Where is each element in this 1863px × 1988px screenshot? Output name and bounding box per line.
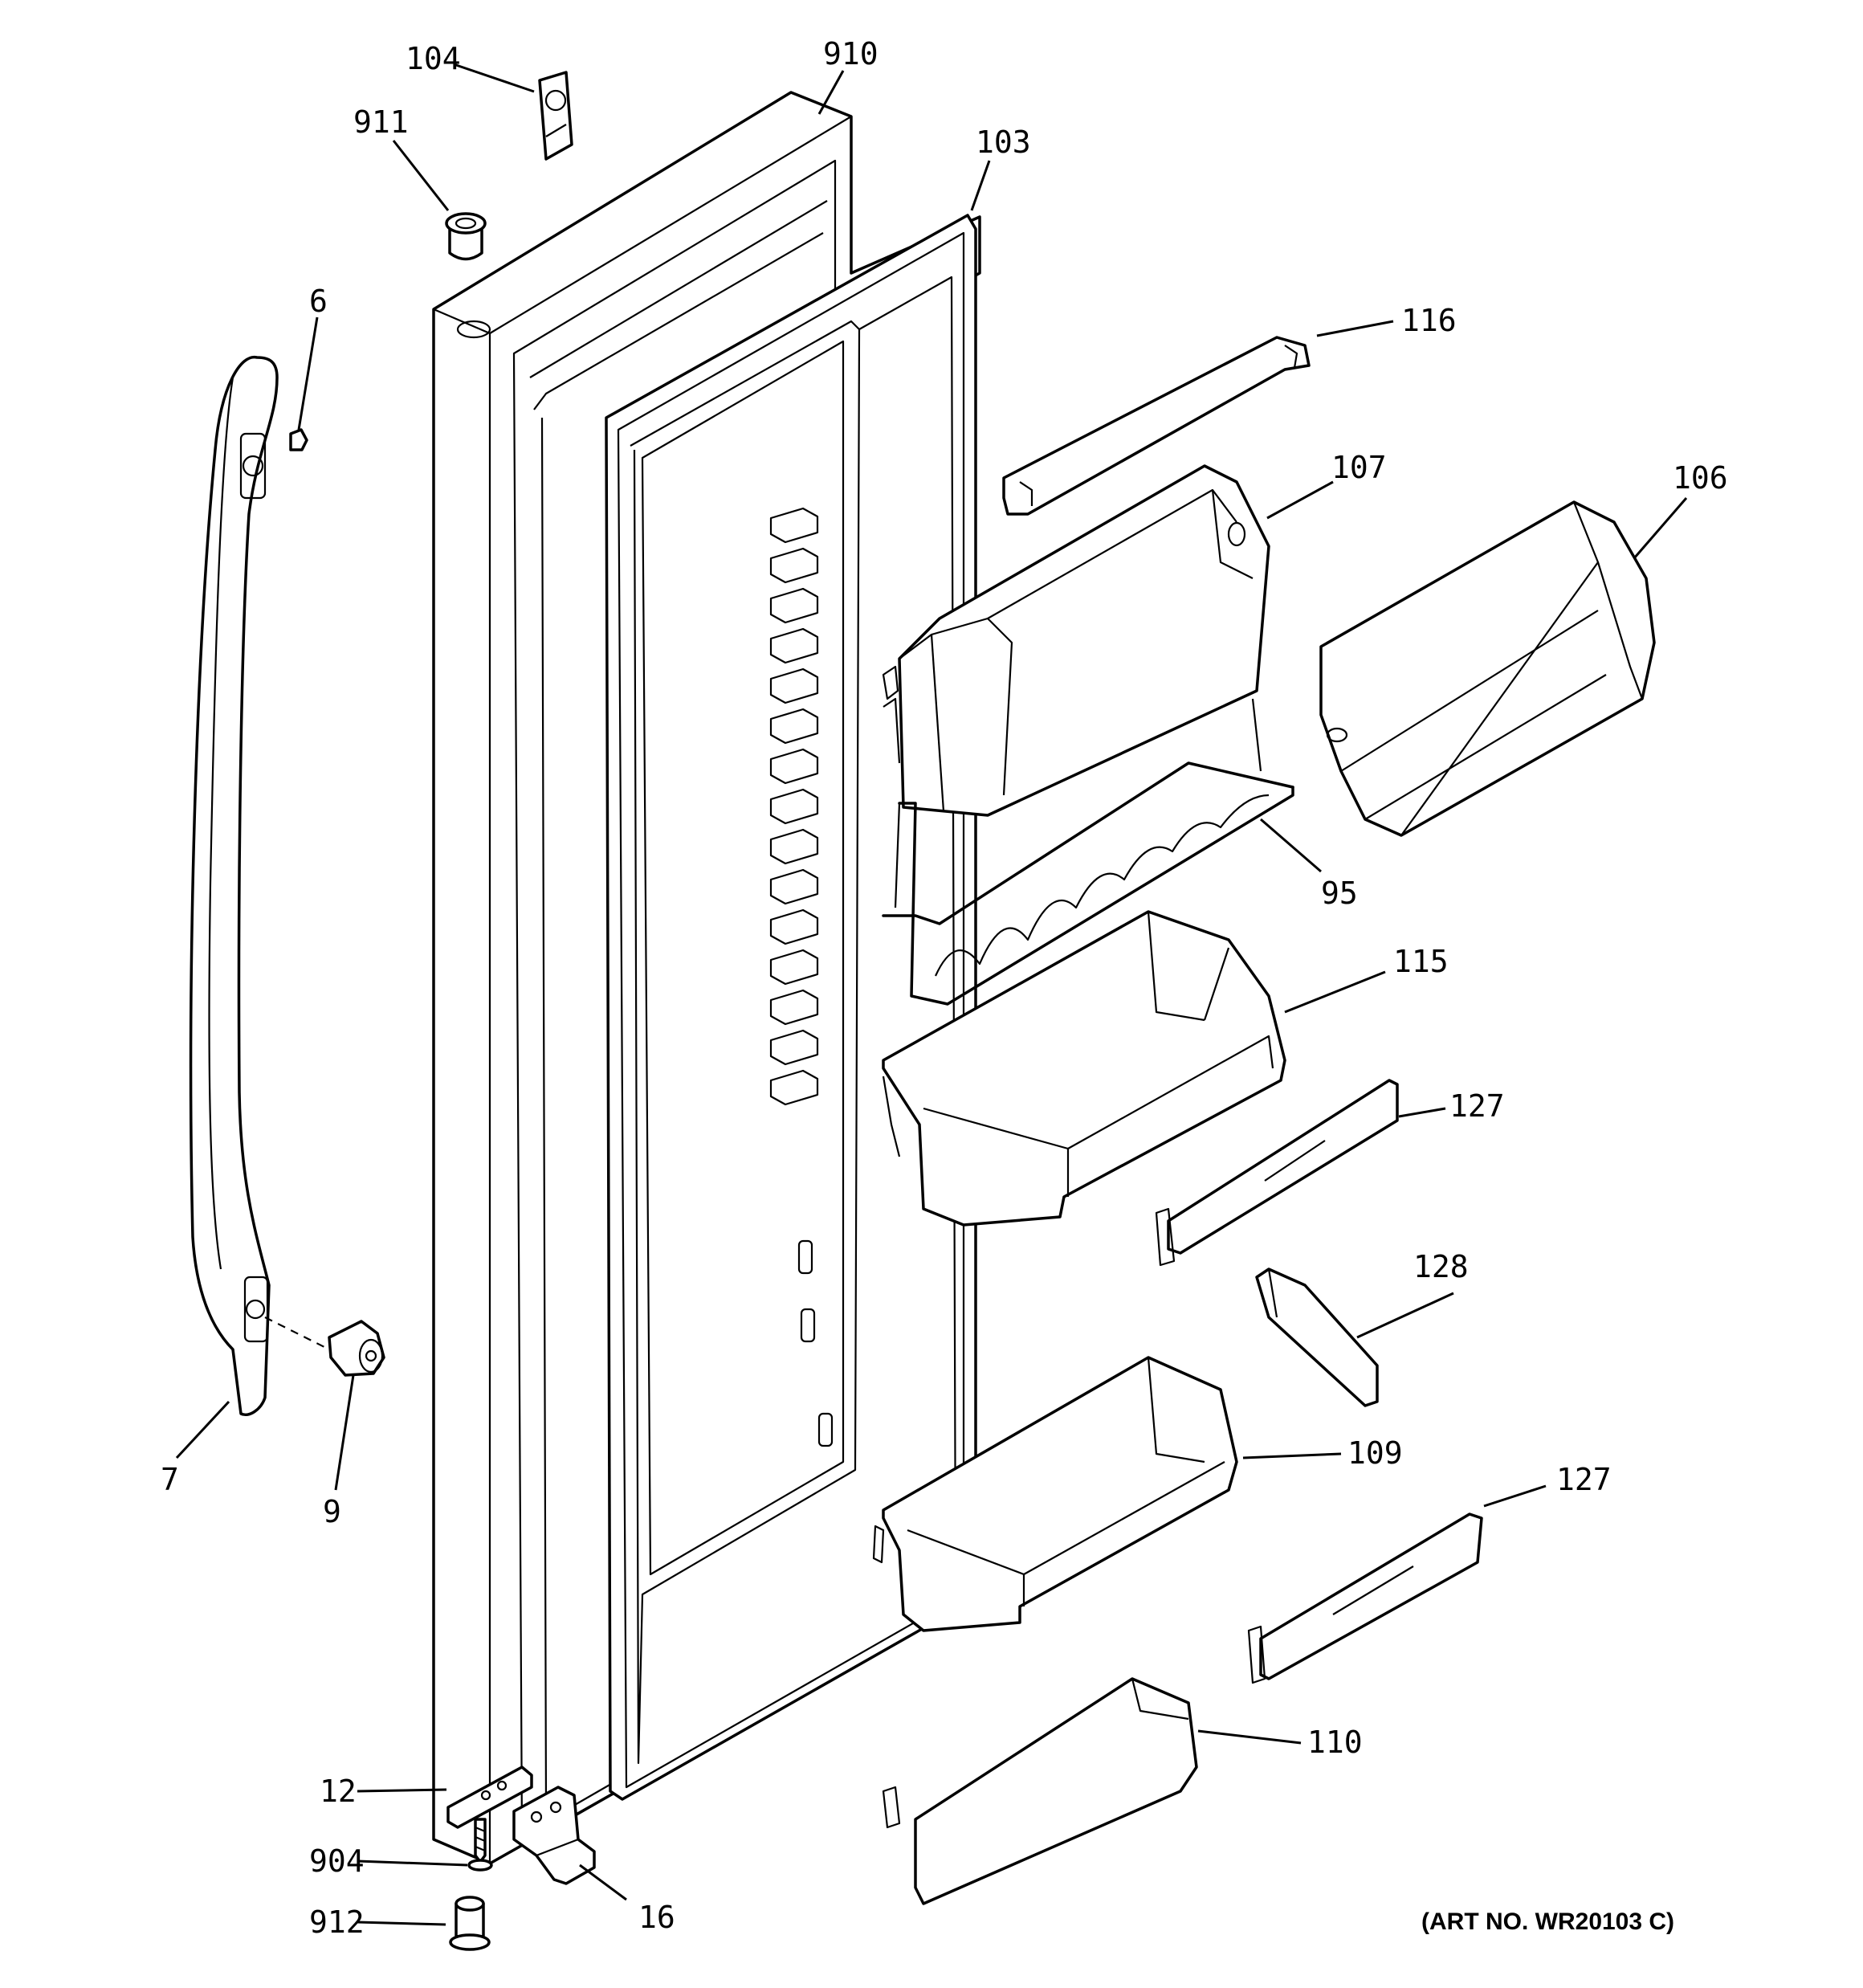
callout-912: 912	[309, 1904, 365, 1940]
callout-104: 104	[406, 41, 461, 76]
bottle-retainer-clip	[1255, 1268, 1379, 1407]
liner-clip	[769, 627, 819, 664]
logo-badge	[538, 71, 573, 161]
bottom-hinge-bushing	[449, 1896, 491, 1951]
liner-clip	[769, 587, 819, 624]
liner-clip	[769, 868, 819, 905]
callout-115: 115	[1393, 944, 1449, 979]
hinge-screw	[467, 1818, 493, 1872]
callout-labels: 104 910 911 103 6 116 107 106 95 115 127…	[161, 36, 1728, 1940]
liner-clip	[769, 507, 819, 544]
liner-clip	[769, 667, 819, 704]
callout-127-lower: 127	[1556, 1462, 1612, 1497]
callout-116: 116	[1401, 303, 1457, 338]
shelf-guard-upper	[1155, 1079, 1399, 1267]
callout-911: 911	[353, 104, 409, 140]
art-number: (ART NO. WR20103 C)	[1421, 1908, 1674, 1935]
liner-slot	[817, 1412, 834, 1447]
liner-clip	[769, 547, 819, 584]
liner-slot	[797, 1239, 813, 1275]
liner-slot	[800, 1308, 816, 1343]
door-bin-middle	[882, 910, 1286, 1227]
callout-103: 103	[976, 125, 1031, 160]
callout-109: 109	[1347, 1435, 1403, 1471]
callout-110: 110	[1307, 1725, 1363, 1760]
shelf-rail	[1002, 336, 1311, 516]
door-bin-lower	[872, 1356, 1238, 1632]
callout-127-upper: 127	[1449, 1088, 1505, 1124]
wire-bottle-rack	[882, 698, 1294, 1006]
callout-107: 107	[1331, 450, 1387, 485]
callout-128: 128	[1413, 1249, 1469, 1284]
liner-shelf-clips	[769, 507, 834, 1447]
liner-clip	[769, 708, 819, 745]
callout-9: 9	[323, 1494, 341, 1529]
handle-mount-stud	[328, 1320, 385, 1377]
callout-904: 904	[309, 1843, 365, 1879]
liner-clip	[769, 908, 819, 945]
callout-12: 12	[320, 1774, 357, 1809]
liner-clip	[769, 989, 819, 1026]
bottom-hinge-bracket	[512, 1786, 596, 1885]
callout-6: 6	[309, 284, 328, 319]
door-bin-hooded	[882, 464, 1270, 817]
top-hinge-bushing	[445, 212, 487, 261]
callout-106: 106	[1673, 460, 1728, 496]
liner-clip	[769, 748, 819, 785]
liner-clip	[769, 828, 819, 865]
liner-clip	[769, 788, 819, 825]
door-bin-bottom	[882, 1677, 1198, 1905]
callout-95: 95	[1321, 876, 1358, 911]
bottom-hinge-plate	[446, 1766, 533, 1829]
liner-clip	[769, 1029, 819, 1066]
leader-lines	[175, 63, 1688, 1926]
callout-7: 7	[161, 1462, 179, 1497]
callout-16: 16	[638, 1900, 675, 1935]
liner-clip	[769, 949, 819, 986]
callout-910: 910	[823, 36, 879, 71]
bin-cover-dome	[1319, 500, 1656, 837]
handle-screw	[289, 428, 308, 451]
shelf-guard-lower	[1247, 1512, 1483, 1684]
door-handle	[189, 355, 330, 1416]
liner-clip	[769, 1069, 819, 1106]
